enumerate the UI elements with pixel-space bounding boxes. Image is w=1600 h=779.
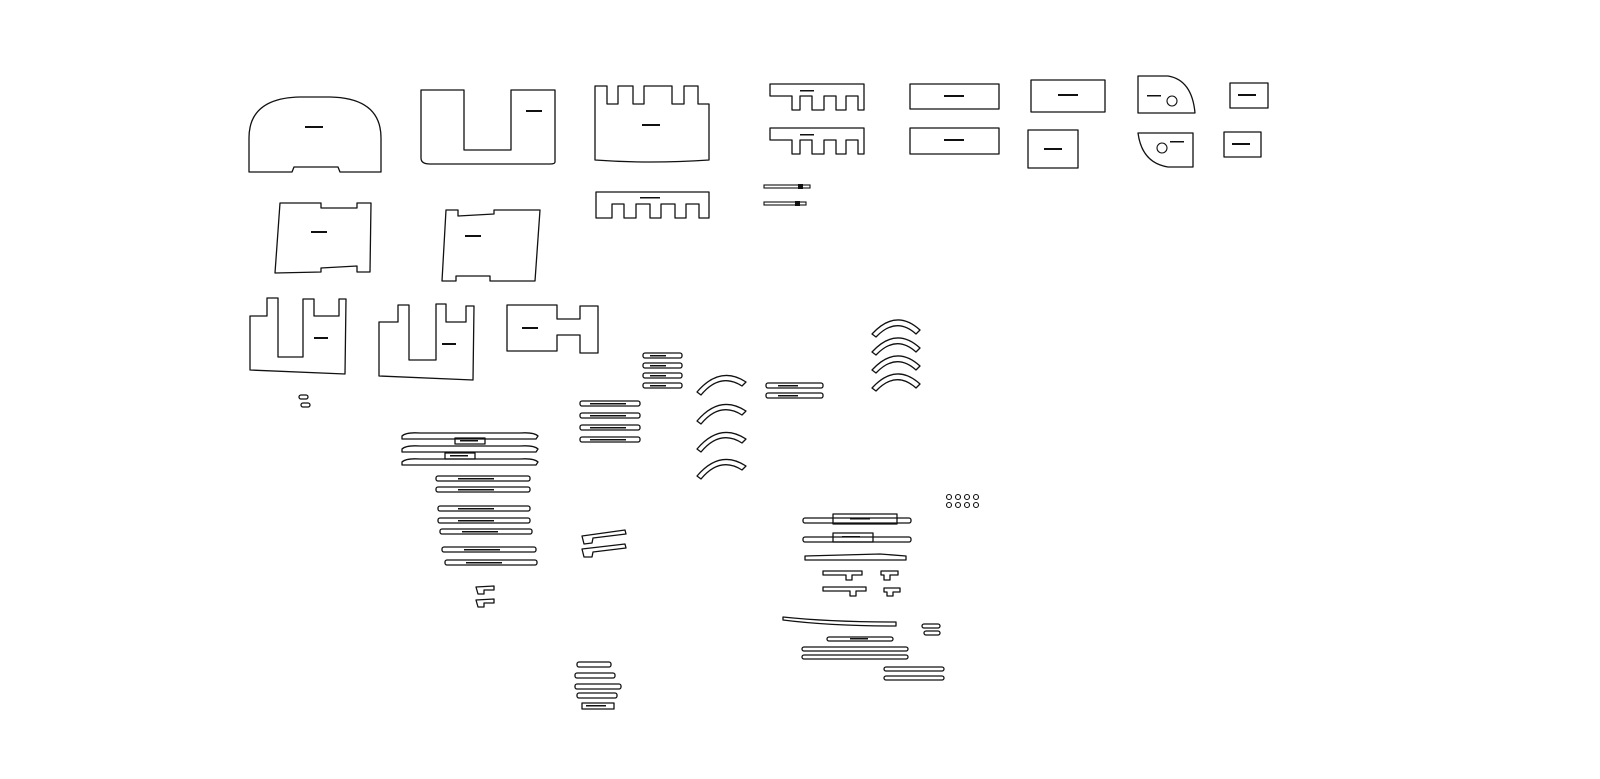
spring-stack bbox=[401, 432, 539, 466]
bar-stack-d bbox=[802, 513, 912, 561]
rail-stack-c bbox=[579, 400, 641, 443]
rail-slim-1 bbox=[763, 184, 811, 189]
panel-j-right bbox=[378, 303, 475, 381]
hook-stack-d bbox=[822, 570, 901, 597]
hook-pair-a bbox=[581, 529, 627, 558]
slat-stack bbox=[435, 475, 538, 566]
bracket-comb-3 bbox=[595, 191, 710, 219]
rect-plate-1 bbox=[909, 83, 1000, 110]
pin-pair-a bbox=[298, 394, 311, 408]
panel-tab-right bbox=[441, 209, 541, 282]
rail-pair-b bbox=[765, 382, 824, 399]
slat-stack-small bbox=[574, 661, 622, 710]
bolt-cluster bbox=[945, 493, 980, 509]
quarter-round-panel-1 bbox=[1137, 75, 1196, 114]
quarter-round-panel-2 bbox=[1137, 132, 1194, 168]
rect-plate-2 bbox=[909, 127, 1000, 155]
bracket-comb-2 bbox=[769, 127, 865, 155]
rect-plate-3 bbox=[1030, 79, 1106, 113]
small-plate-1 bbox=[1229, 82, 1269, 109]
bracket-comb-1 bbox=[769, 83, 865, 111]
pin-pair-b bbox=[921, 623, 941, 636]
rail-stack-a bbox=[642, 352, 683, 389]
clip-pair-a bbox=[475, 585, 495, 608]
panel-tab-left bbox=[274, 202, 372, 274]
bar-stack-e bbox=[782, 616, 945, 681]
rail-slim-2 bbox=[763, 201, 807, 206]
panel-rounded-cover bbox=[248, 96, 382, 173]
panel-notched-top bbox=[594, 85, 710, 163]
panel-u-shaped bbox=[420, 89, 556, 165]
arc-stack-b bbox=[871, 319, 921, 392]
arc-stack-a bbox=[696, 374, 747, 480]
rect-plate-4 bbox=[1027, 129, 1079, 169]
panel-j-left bbox=[249, 297, 347, 375]
panel-h-shaped bbox=[506, 304, 599, 354]
small-plate-2 bbox=[1223, 131, 1262, 158]
